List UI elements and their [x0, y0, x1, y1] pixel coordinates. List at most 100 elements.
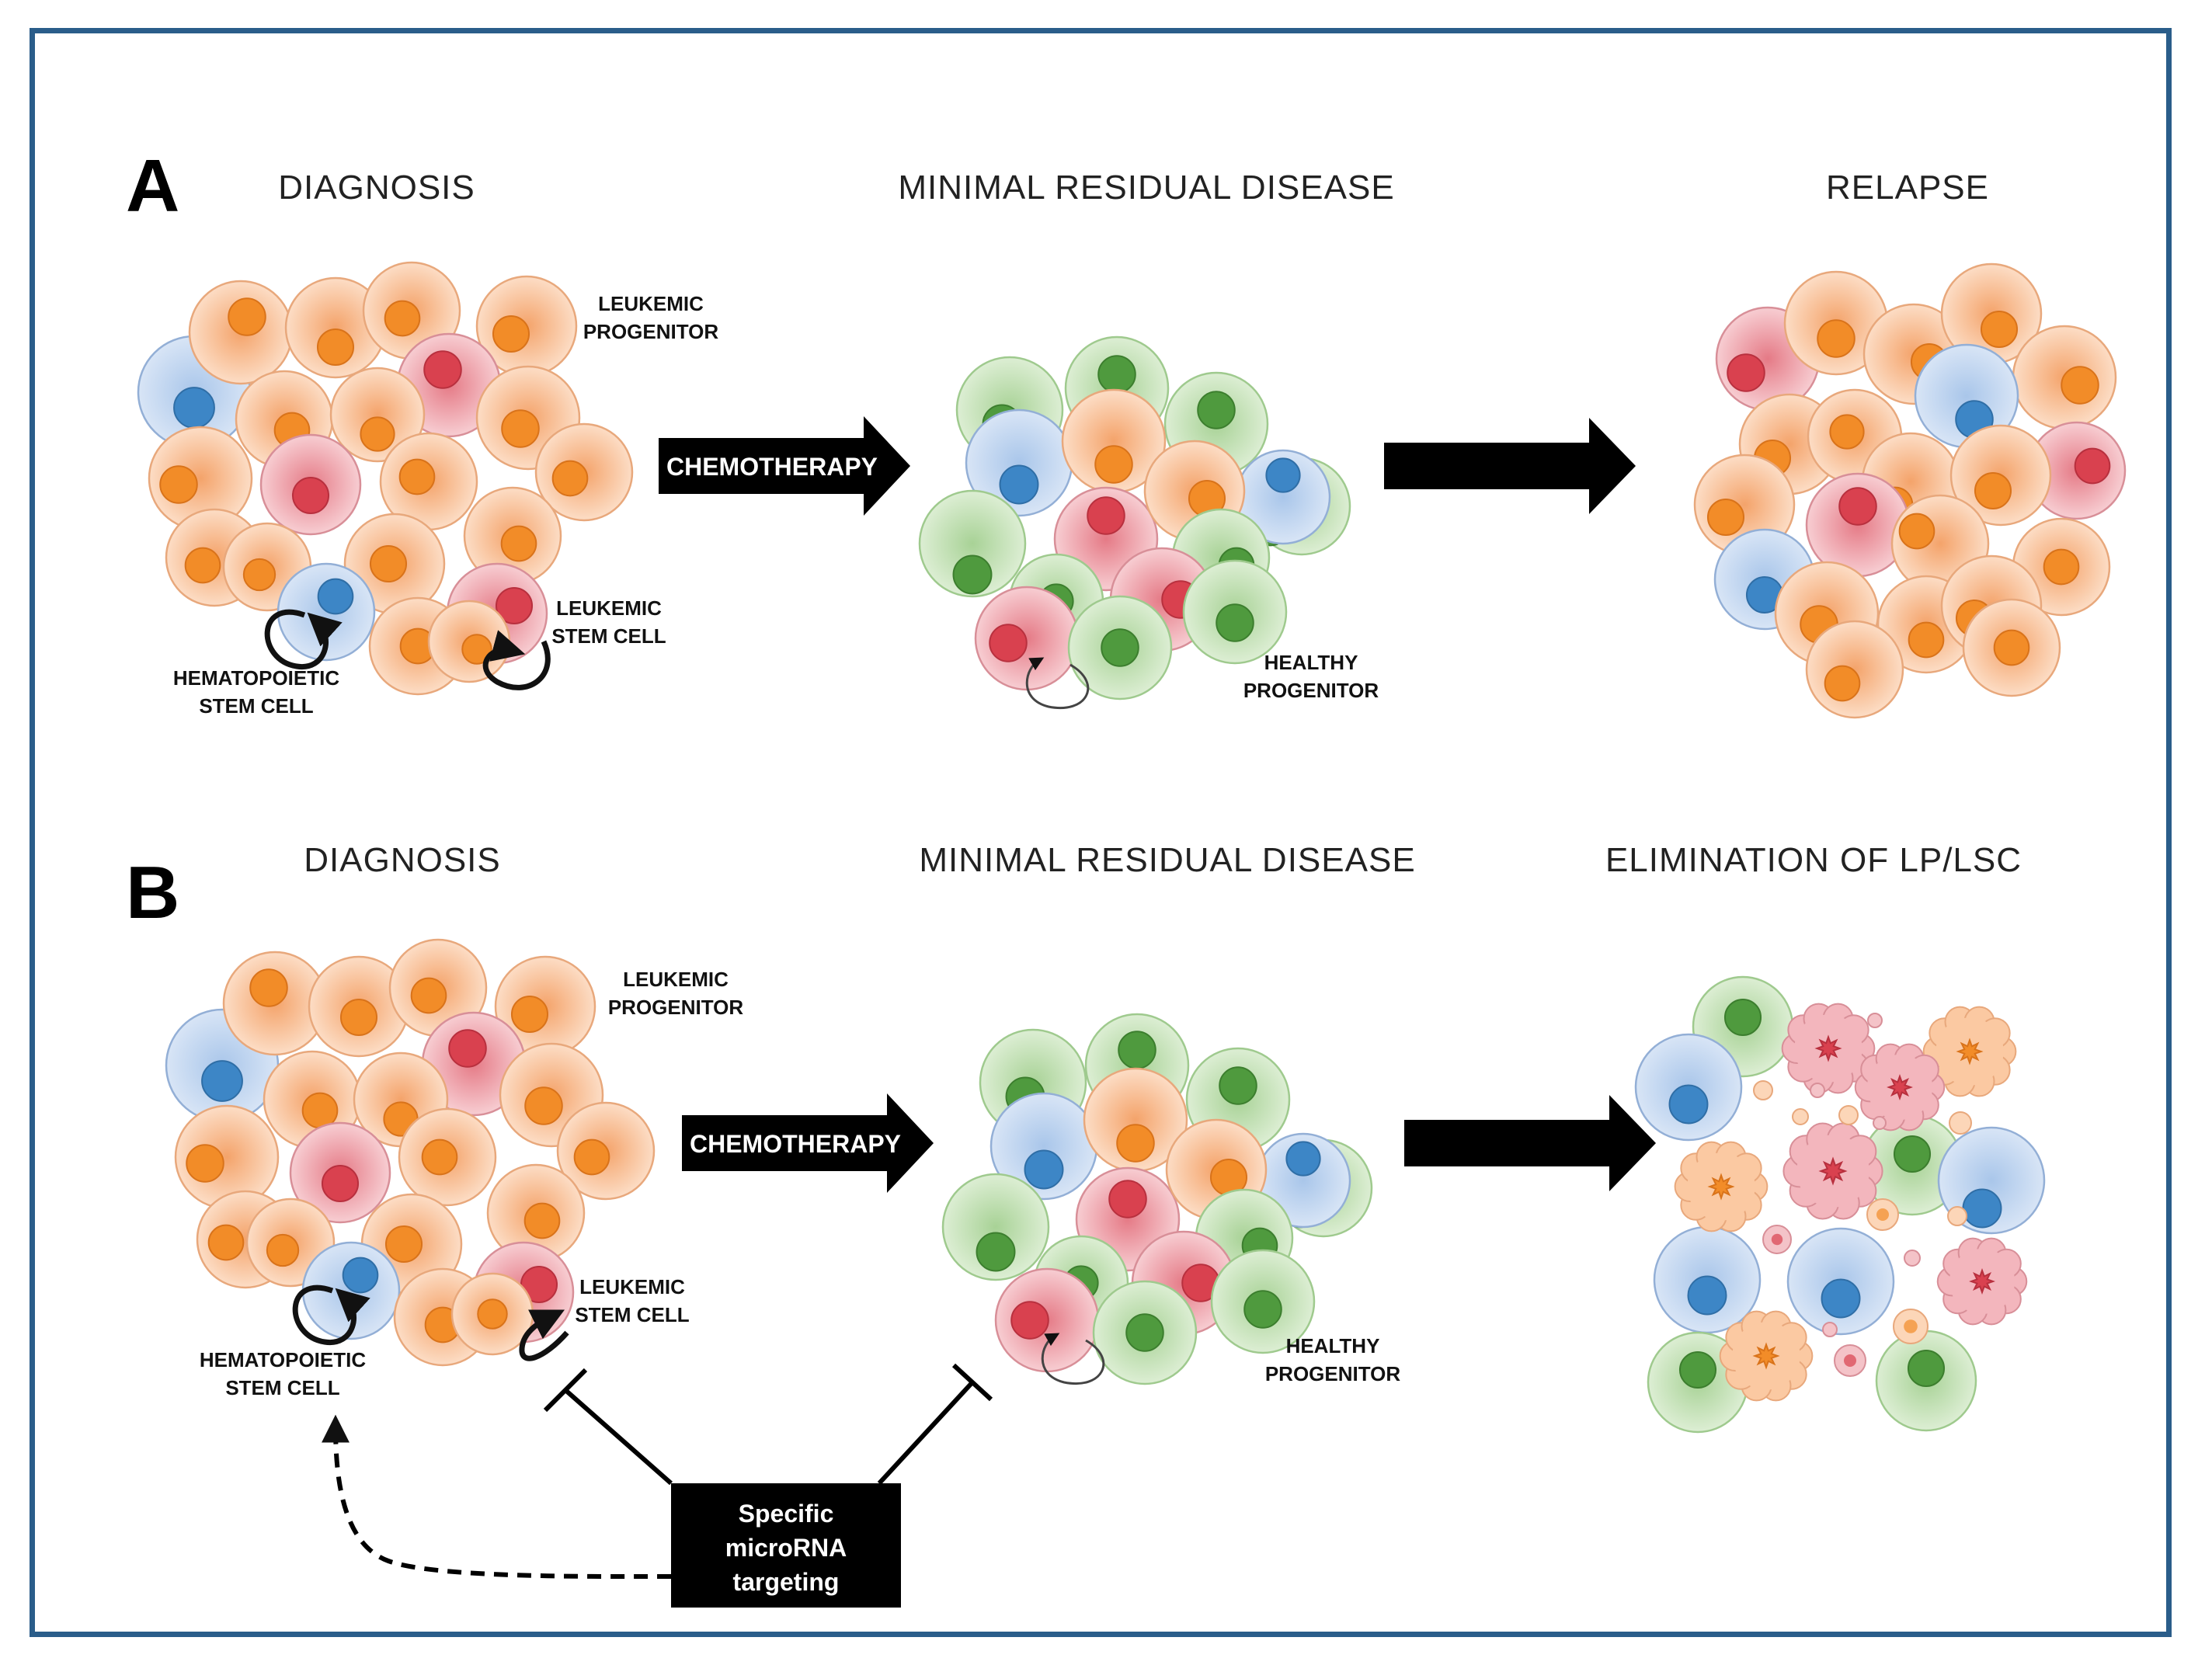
- panel-b-letter: B: [126, 851, 179, 934]
- healthy-progenitor-cell: [941, 1173, 1050, 1281]
- panel-b-stage-mrd: MINIMAL RESIDUAL DISEASE: [919, 841, 1415, 879]
- hematopoietic-stem-cell: [1937, 1126, 2046, 1235]
- apoptotic-body: [1753, 1080, 1773, 1100]
- inhibition-bar-mrd: [951, 1363, 993, 1402]
- a-label-hsc-1: HEMATOPOIETIC: [173, 666, 339, 690]
- apoptotic-leukemic-progenitor-cell: [1922, 1006, 2017, 1097]
- apoptotic-leukemic-stem-cell: [1936, 1237, 2028, 1326]
- hsc-self-renewal-arrow-a: [264, 609, 343, 669]
- b-label-lp-1: LEUKEMIC: [623, 968, 729, 991]
- leukemic-progenitor-cell: [1783, 270, 1889, 376]
- a-chemotherapy-label: CHEMOTHERAPY: [666, 453, 878, 481]
- mrd-lsc-self-renewal-arrow-a: [1025, 657, 1090, 709]
- apoptotic-body-fragment: [1771, 1233, 1783, 1246]
- hematopoietic-stem-cell: [276, 562, 376, 662]
- hematopoietic-stem-cell: [1634, 1033, 1743, 1142]
- healthy-progenitor-cell: [1875, 1330, 1977, 1432]
- leukemic-progenitor-cell: [188, 280, 294, 385]
- healthy-progenitor-cell: [1861, 1114, 1963, 1216]
- inhibition-line-lsc: [564, 1388, 673, 1486]
- leukemic-progenitor-cell: [174, 1104, 280, 1210]
- a-label-lsc-1: LEUKEMIC: [556, 596, 662, 620]
- panel-a-relapse-cluster: [1693, 262, 2127, 719]
- b-label-hsc-1: HEMATOPOIETIC: [200, 1348, 366, 1371]
- apoptotic-body: [1838, 1105, 1859, 1125]
- b-label-hp-1: HEALTHY: [1286, 1334, 1380, 1357]
- leukemic-progenitor-cell: [308, 955, 410, 1058]
- healthy-progenitor-cell: [1092, 1280, 1198, 1385]
- apoptotic-leukemic-stem-cell: [1782, 1122, 1883, 1220]
- leukemic-progenitor-cell: [475, 275, 578, 377]
- a-label-lp-1: LEUKEMIC: [598, 292, 704, 315]
- apoptotic-leukemic-progenitor-cell: [1674, 1141, 1769, 1232]
- microrna-box-line-3: targeting: [733, 1568, 840, 1596]
- leukemic-progenitor-cell: [427, 600, 511, 683]
- panel-b-stage-elimination: ELIMINATION OF LP/LSC: [1605, 841, 2022, 879]
- leukemic-progenitor-cell: [329, 367, 426, 463]
- panel-b-stage-diagnosis: DIAGNOSIS: [304, 841, 501, 879]
- apoptotic-body: [1822, 1322, 1838, 1337]
- hsc-sparing-dashed-arrow: [322, 1414, 672, 1580]
- apoptotic-body: [1867, 1013, 1883, 1028]
- leukemic-progenitor-cell: [1962, 598, 2061, 697]
- b-label-lsc-2: STEM CELL: [575, 1303, 689, 1326]
- panel-b-diagnosis-cluster: [165, 938, 656, 1367]
- panel-a-mrd-cluster: [918, 335, 1351, 700]
- mrd-lsc-self-renewal-arrow-b: [1041, 1333, 1105, 1385]
- panel-b-elimination-cluster: [1634, 975, 2046, 1434]
- leukemic-progenitor-cell: [494, 955, 596, 1058]
- hematopoietic-stem-cell: [1786, 1227, 1895, 1336]
- panel-b-mrd-cluster: [941, 1013, 1373, 1385]
- apoptotic-leukemic-stem-cell: [1781, 1003, 1876, 1094]
- apoptotic-body-fragment: [1844, 1354, 1856, 1367]
- healthy-progenitor-cell: [1182, 559, 1288, 665]
- leukemic-progenitor-cell: [1061, 388, 1167, 494]
- apoptotic-leukemic-stem-cell: [1854, 1043, 1946, 1131]
- a-label-lsc-2: STEM CELL: [551, 624, 666, 648]
- leukemic-stem-cell: [994, 1267, 1100, 1373]
- apoptotic-body-fragment: [1876, 1208, 1889, 1221]
- leukemic-progenitor-cell: [284, 276, 387, 379]
- apoptotic-body: [1904, 1250, 1921, 1267]
- lsc-self-renewal-arrow-a: [482, 630, 551, 690]
- a-label-lp-2: PROGENITOR: [583, 320, 719, 343]
- hsc-self-renewal-arrow-b: [292, 1284, 370, 1345]
- b-chemotherapy-label: CHEMOTHERAPY: [690, 1130, 901, 1158]
- hematopoietic-stem-cell: [965, 408, 1073, 517]
- b-label-lsc-1: LEUKEMIC: [579, 1275, 685, 1298]
- healthy-progenitor-cell: [1210, 1249, 1316, 1354]
- leukemic-progenitor-cell: [556, 1101, 656, 1201]
- lsc-self-renewal-arrow-b: [519, 1309, 569, 1361]
- apoptotic-leukemic-progenitor-cell: [1719, 1310, 1814, 1402]
- leukemic-progenitor-cell: [398, 1107, 497, 1207]
- b-elimination-arrow: [1404, 1095, 1656, 1191]
- leukemic-progenitor-cell: [1949, 424, 2052, 527]
- a-label-hp-2: PROGENITOR: [1243, 679, 1379, 702]
- leukemic-progenitor-cell: [450, 1272, 534, 1356]
- microrna-box-line-2: microRNA: [725, 1534, 847, 1562]
- apoptotic-body: [1947, 1206, 1967, 1226]
- leukemic-stem-cell: [1805, 472, 1911, 578]
- healthy-progenitor-cell: [1067, 595, 1173, 700]
- a-label-hp-1: HEALTHY: [1264, 651, 1358, 674]
- leukemic-progenitor-cell: [1940, 262, 2043, 365]
- leukemic-stem-cell: [289, 1121, 391, 1224]
- a-relapse-arrow: [1384, 418, 1636, 514]
- apoptotic-body-fragment: [1904, 1319, 1918, 1333]
- leukemic-stem-cell: [974, 586, 1080, 691]
- leukemic-stem-cell: [421, 1011, 527, 1117]
- a-label-hsc-2: STEM CELL: [199, 694, 313, 718]
- leukemic-progenitor-cell: [1805, 620, 1904, 719]
- apoptotic-body: [1873, 1116, 1887, 1130]
- b-label-lp-2: PROGENITOR: [608, 996, 744, 1019]
- microrna-targeting-box: [671, 1483, 901, 1608]
- inhibition-line-mrd: [877, 1380, 975, 1486]
- leukemic-progenitor-cell: [463, 486, 562, 586]
- apoptotic-body: [1792, 1108, 1809, 1125]
- leukemic-progenitor-cell: [534, 422, 634, 522]
- panel-a-letter: A: [126, 144, 179, 228]
- microrna-box-line-1: Specific: [739, 1500, 834, 1528]
- panel-a-stage-diagnosis: DIAGNOSIS: [278, 169, 475, 207]
- leukemic-progenitor-cell: [2012, 325, 2117, 430]
